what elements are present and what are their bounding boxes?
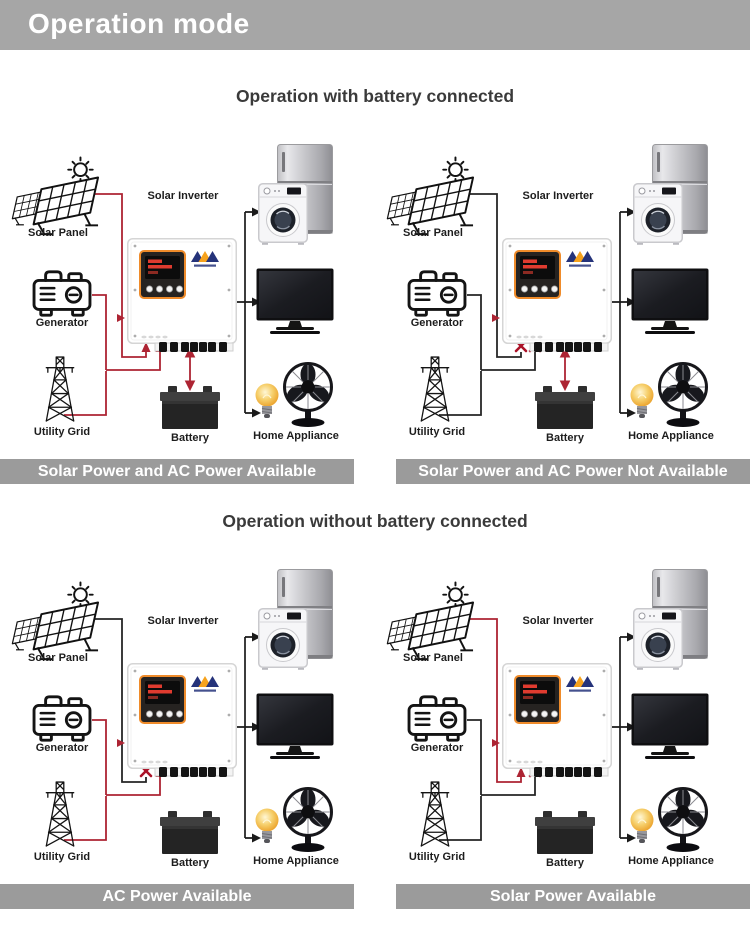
solar-inverter-label: Solar Inverter bbox=[522, 615, 594, 627]
solar-panel-label: Solar Panel bbox=[403, 227, 463, 239]
light-bulb-icon bbox=[254, 807, 280, 849]
washing-machine-icon bbox=[258, 183, 308, 245]
generator-label: Generator bbox=[35, 742, 89, 754]
solar-inverter-device bbox=[502, 663, 612, 783]
tv-icon bbox=[631, 268, 709, 336]
diagram-quadrant: Solar Inverter Solar Panel Generator Uti… bbox=[0, 130, 375, 484]
light-bulb-icon bbox=[254, 382, 280, 424]
home-appliance-label: Home Appliance bbox=[253, 430, 339, 442]
utility-grid-icon bbox=[34, 354, 86, 424]
fan-icon bbox=[276, 785, 338, 853]
tv-icon bbox=[256, 268, 334, 336]
tv-icon bbox=[631, 693, 709, 761]
caption-bar: AC Power Available bbox=[0, 884, 354, 909]
utility-grid-icon bbox=[409, 354, 461, 424]
utility-grid-label: Utility Grid bbox=[408, 851, 466, 863]
solar-panel-label: Solar Panel bbox=[403, 652, 463, 664]
diagram-quadrant: Solar Inverter Solar Panel Generator Uti… bbox=[375, 130, 750, 484]
utility-grid-label: Utility Grid bbox=[33, 851, 91, 863]
solar-panel-label: Solar Panel bbox=[28, 652, 88, 664]
solar-inverter-label: Solar Inverter bbox=[522, 190, 594, 202]
section-heading-without-battery: Operation without battery connected bbox=[222, 511, 528, 531]
inverter-input-arrow-icon bbox=[492, 314, 500, 322]
home-appliance-label: Home Appliance bbox=[253, 855, 339, 867]
battery-label: Battery bbox=[546, 857, 584, 869]
utility-grid-icon bbox=[409, 779, 461, 849]
section-heading-with-battery: Operation with battery connected bbox=[235, 86, 515, 106]
fan-icon bbox=[651, 360, 713, 428]
home-appliance-label: Home Appliance bbox=[628, 430, 714, 442]
battery-label: Battery bbox=[171, 857, 209, 869]
generator-label: Generator bbox=[410, 317, 464, 329]
tv-icon bbox=[256, 693, 334, 761]
washing-machine-icon bbox=[258, 608, 308, 670]
generator-icon bbox=[30, 691, 94, 745]
inverter-input-arrow-icon bbox=[117, 314, 125, 322]
generator-icon bbox=[405, 266, 469, 320]
caption-bar: Solar Power and AC Power Available bbox=[0, 459, 354, 484]
fan-icon bbox=[651, 785, 713, 853]
diagram-quadrant: Solar Inverter Solar Panel Generator Uti… bbox=[375, 555, 750, 909]
solar-inverter-device bbox=[127, 238, 237, 358]
appliance-wire bbox=[612, 636, 627, 839]
generator-label: Generator bbox=[410, 742, 464, 754]
caption-bar: Solar Power and AC Power Not Available bbox=[396, 459, 750, 484]
inverter-input-arrow-icon bbox=[492, 739, 500, 747]
light-bulb-icon bbox=[629, 807, 655, 849]
home-appliance-label: Home Appliance bbox=[628, 855, 714, 867]
battery-icon bbox=[533, 386, 597, 430]
utility-grid-label: Utility Grid bbox=[33, 426, 91, 438]
solar-inverter-device bbox=[127, 663, 237, 783]
solar-panel-label: Solar Panel bbox=[28, 227, 88, 239]
generator-icon bbox=[30, 266, 94, 320]
washing-machine-icon bbox=[633, 183, 683, 245]
appliance-wire bbox=[237, 211, 252, 414]
diagram-quadrant: Solar Inverter Solar Panel Generator Uti… bbox=[0, 555, 375, 909]
page-title: Operation mode bbox=[28, 8, 250, 39]
solar-inverter-device bbox=[502, 238, 612, 358]
caption-bar: Solar Power Available bbox=[396, 884, 750, 909]
washing-machine-icon bbox=[633, 608, 683, 670]
inverter-input-arrow-icon bbox=[117, 739, 125, 747]
fan-icon bbox=[276, 360, 338, 428]
battery-icon bbox=[158, 386, 222, 430]
battery-icon bbox=[158, 811, 222, 855]
light-bulb-icon bbox=[629, 382, 655, 424]
solar-inverter-label: Solar Inverter bbox=[147, 615, 219, 627]
title-banner: Operation mode bbox=[0, 0, 750, 50]
appliance-wire bbox=[237, 636, 252, 839]
utility-grid-icon bbox=[34, 779, 86, 849]
solar-inverter-label: Solar Inverter bbox=[147, 190, 219, 202]
generator-icon bbox=[405, 691, 469, 745]
battery-icon bbox=[533, 811, 597, 855]
utility-grid-label: Utility Grid bbox=[408, 426, 466, 438]
generator-label: Generator bbox=[35, 317, 89, 329]
appliance-wire bbox=[612, 211, 627, 414]
battery-label: Battery bbox=[171, 432, 209, 444]
battery-label: Battery bbox=[546, 432, 584, 444]
